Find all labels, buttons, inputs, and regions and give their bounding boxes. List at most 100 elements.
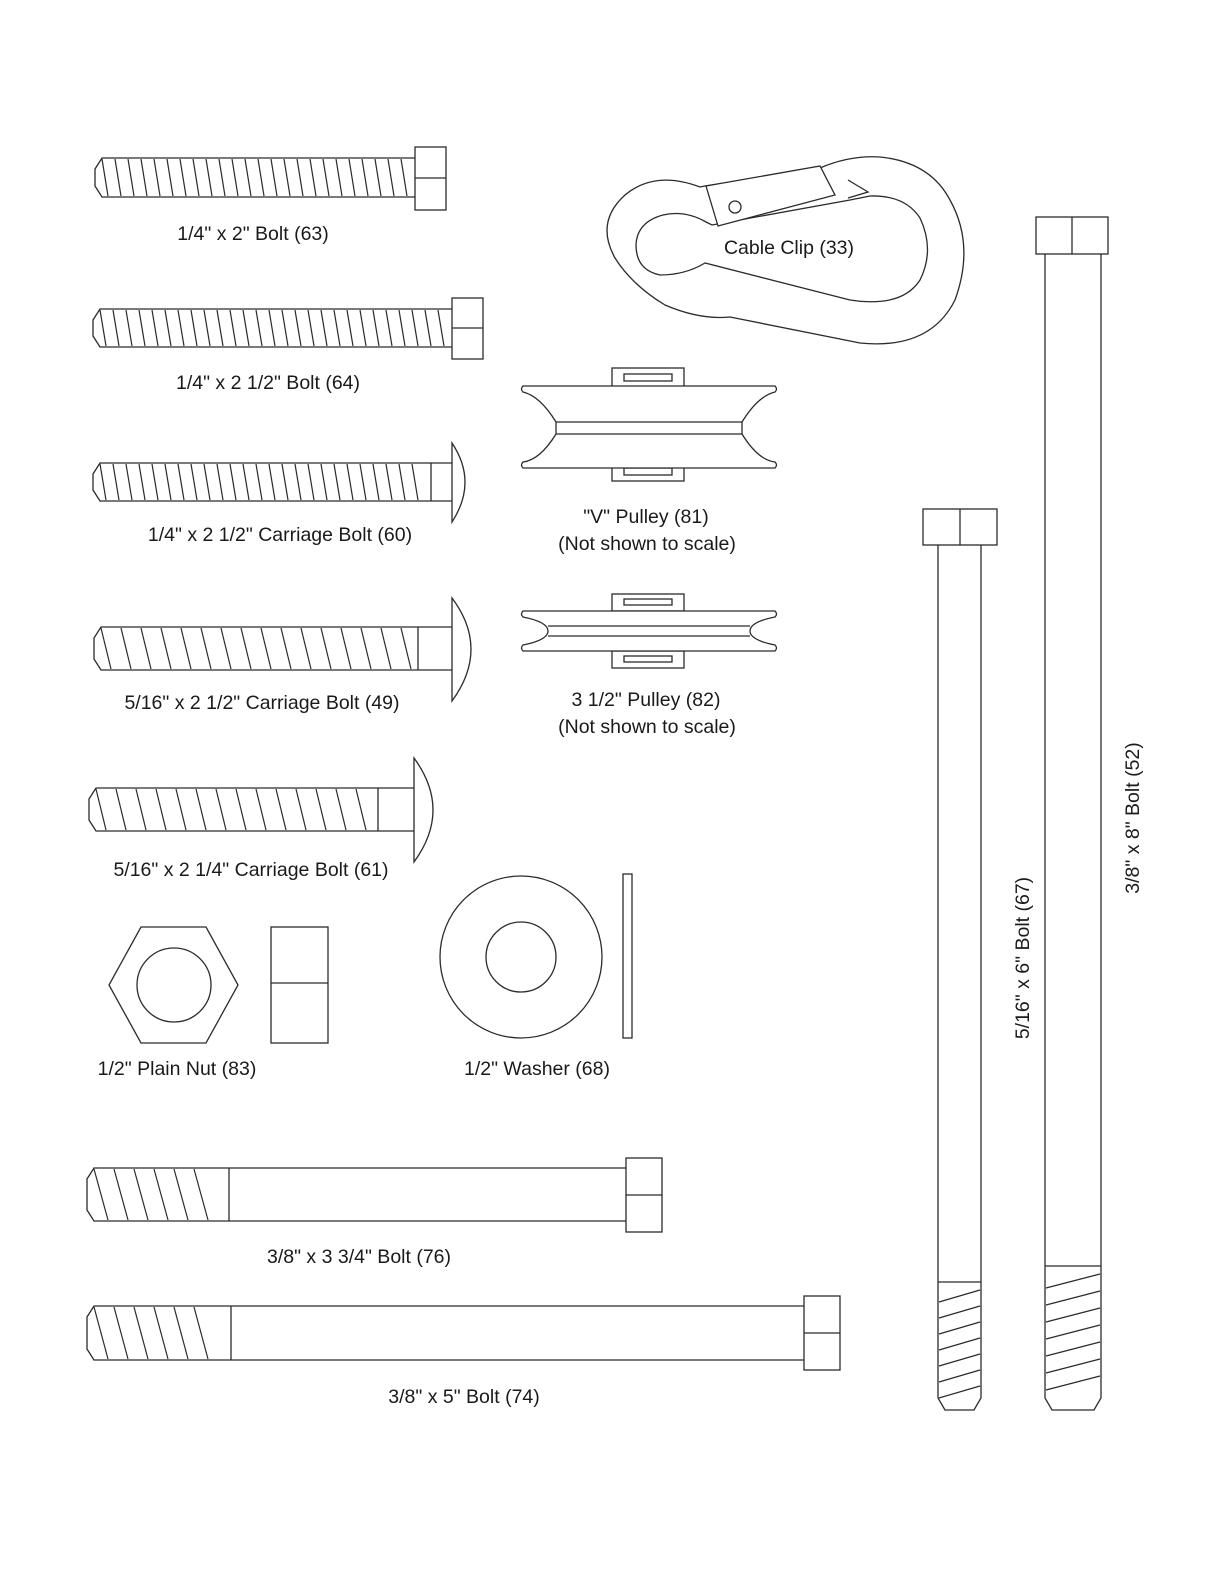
thread-line: [938, 1337, 981, 1351]
thread-line: [99, 463, 107, 501]
thread-line: [203, 309, 211, 347]
thread-line: [140, 158, 148, 197]
thread-line: [113, 1306, 129, 1360]
label-pulley-82: 3 1/2" Pulley (82): [572, 689, 721, 711]
thread-line: [133, 1168, 149, 1221]
thread-line: [231, 158, 239, 197]
thread-line: [153, 1168, 169, 1221]
thread-line: [164, 309, 172, 347]
thread-line: [938, 1305, 981, 1319]
label-pulley-82-note: (Not shown to scale): [558, 716, 736, 738]
thread-line: [140, 627, 152, 670]
thread-line: [333, 309, 341, 347]
cable-clip-33-drawing: [606, 156, 965, 345]
thread-line: [400, 158, 408, 197]
thread-line: [95, 788, 107, 831]
thread-line: [1045, 1307, 1101, 1323]
thread-line: [200, 627, 212, 670]
thread-line: [360, 627, 372, 670]
thread-line: [387, 158, 395, 197]
thread-line: [400, 627, 412, 670]
label-carriage-bolt-49: 5/16" x 2 1/2" Carriage Bolt (49): [124, 692, 399, 714]
thread-line: [260, 627, 272, 670]
label-cable-clip-33: Cable Clip (33): [724, 237, 854, 259]
thread-line: [218, 158, 226, 197]
thread-line: [255, 309, 263, 347]
thread-line: [268, 309, 276, 347]
thread-line: [244, 158, 252, 197]
thread-line: [1045, 1358, 1101, 1374]
thread-line: [372, 463, 380, 501]
thread-line: [372, 309, 380, 347]
thread-line: [155, 788, 167, 831]
thread-line: [175, 788, 187, 831]
thread-line: [385, 309, 393, 347]
thread-line: [101, 158, 109, 197]
thread-line: [190, 463, 198, 501]
thread-line: [335, 158, 343, 197]
thread-line: [229, 463, 237, 501]
thread-line: [346, 309, 354, 347]
thread-line: [125, 463, 133, 501]
thread-line: [240, 627, 252, 670]
thread-line: [229, 309, 237, 347]
bolt-74-drawing: [86, 1295, 841, 1371]
thread-line: [1045, 1375, 1101, 1391]
thread-line: [283, 158, 291, 197]
label-bolt-67: 5/16" x 6" Bolt (67): [1012, 877, 1034, 1039]
thread-line: [177, 309, 185, 347]
thread-line: [307, 309, 315, 347]
thread-line: [138, 309, 146, 347]
thread-line: [257, 158, 265, 197]
thread-line: [340, 627, 352, 670]
thread-line: [294, 309, 302, 347]
thread-line: [205, 158, 213, 197]
thread-line: [177, 463, 185, 501]
thread-line: [166, 158, 174, 197]
thread-line: [411, 463, 419, 501]
thread-line: [193, 1168, 209, 1221]
thread-line: [437, 309, 445, 347]
thread-line: [112, 463, 120, 501]
thread-line: [242, 309, 250, 347]
label-v-pulley-81-note: (Not shown to scale): [558, 533, 736, 555]
thread-line: [938, 1369, 981, 1383]
label-carriage-bolt-60: 1/4" x 2 1/2" Carriage Bolt (60): [148, 524, 412, 546]
thread-line: [1045, 1324, 1101, 1340]
thread-line: [113, 1168, 129, 1221]
thread-line: [1045, 1341, 1101, 1357]
thread-line: [296, 158, 304, 197]
pulley-82-drawing: [520, 593, 778, 669]
thread-line: [173, 1168, 189, 1221]
thread-line: [203, 463, 211, 501]
thread-line: [281, 309, 289, 347]
thread-line: [195, 788, 207, 831]
thread-line: [242, 463, 250, 501]
plain-nut-83-drawing: [108, 926, 329, 1044]
carriage-bolt-49-drawing: [93, 596, 472, 703]
thread-line: [151, 309, 159, 347]
thread-line: [1045, 1273, 1101, 1289]
thread-line: [374, 158, 382, 197]
thread-line: [135, 788, 147, 831]
thread-line: [153, 1306, 169, 1360]
thread-line: [268, 463, 276, 501]
thread-line: [235, 788, 247, 831]
label-bolt-64: 1/4" x 2 1/2" Bolt (64): [176, 372, 360, 394]
thread-line: [112, 309, 120, 347]
thread-line: [938, 1353, 981, 1367]
thread-line: [300, 627, 312, 670]
bolt-67-drawing: [922, 508, 998, 1411]
thread-line: [307, 463, 315, 501]
thread-line: [190, 309, 198, 347]
thread-line: [424, 309, 432, 347]
thread-line: [335, 788, 347, 831]
thread-line: [333, 463, 341, 501]
thread-line: [160, 627, 172, 670]
thread-line: [398, 463, 406, 501]
thread-line: [938, 1289, 981, 1303]
thread-line: [99, 309, 107, 347]
bolt-76-drawing: [86, 1157, 663, 1233]
thread-line: [215, 788, 227, 831]
thread-line: [193, 1306, 209, 1360]
